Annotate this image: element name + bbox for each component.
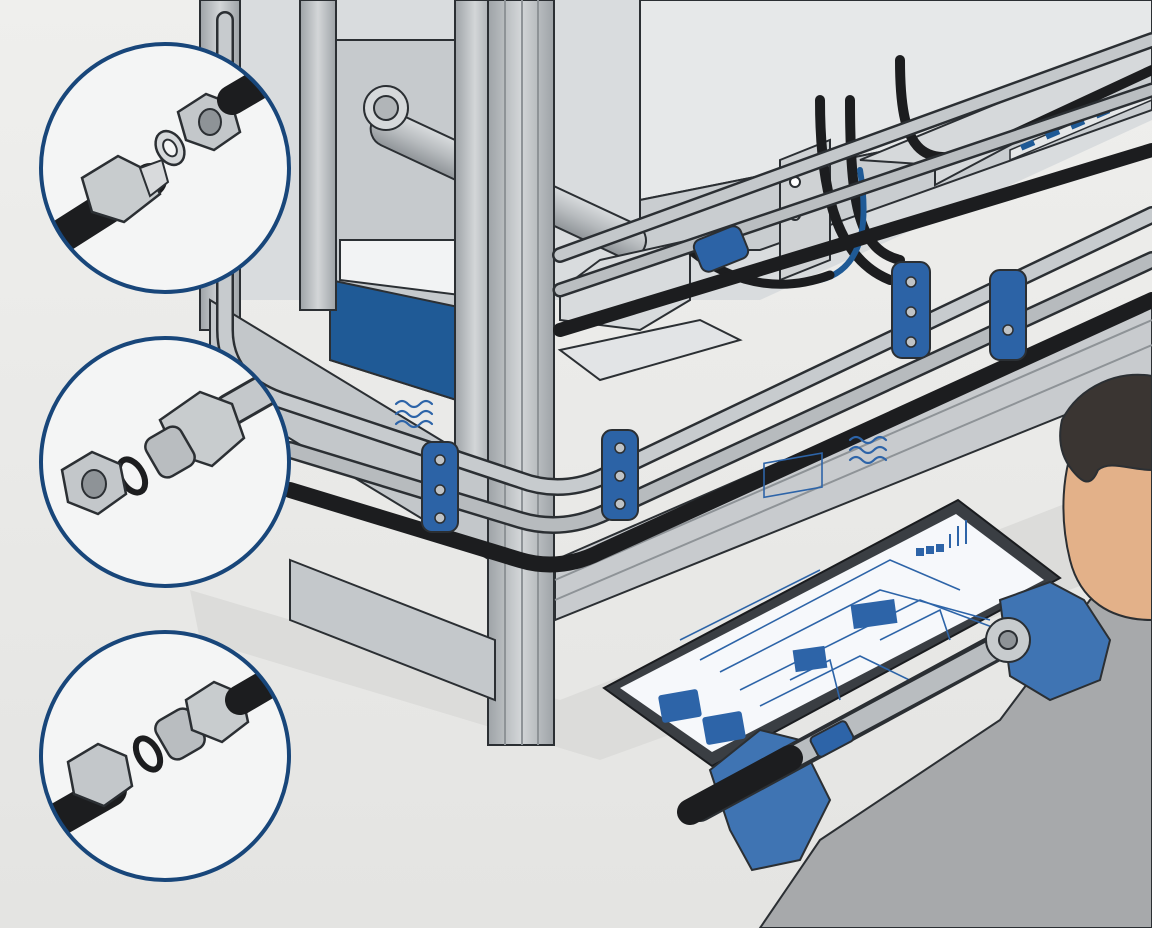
black-hose bbox=[282, 292, 1152, 573]
upper-hoses bbox=[685, 55, 1152, 289]
battery-squares-icon bbox=[916, 548, 924, 556]
vibration-waves-icon bbox=[394, 399, 434, 429]
export-icon bbox=[702, 711, 746, 745]
tablet-app-buttons[interactable] bbox=[658, 689, 746, 746]
technician bbox=[708, 373, 1152, 928]
machine-shadow bbox=[190, 470, 1152, 760]
clamp-rail-middle bbox=[891, 261, 931, 359]
clamp-rail-right bbox=[989, 269, 1027, 361]
clamp-corner-right bbox=[601, 429, 639, 521]
pipe-clamps bbox=[421, 225, 1027, 533]
schematic-blocks bbox=[792, 599, 898, 673]
glove bbox=[998, 580, 1112, 702]
torque-wrench-icon[interactable] bbox=[677, 617, 1031, 825]
status-indicators bbox=[916, 520, 967, 556]
tablet[interactable] bbox=[602, 452, 1062, 768]
clamp-corner-left bbox=[421, 441, 459, 533]
tablet-screen bbox=[620, 514, 1044, 752]
hex-nut bbox=[66, 742, 134, 808]
reset-icon bbox=[658, 689, 702, 723]
hair bbox=[1059, 373, 1152, 483]
clamp-upper bbox=[692, 225, 750, 273]
signal-bars-icon bbox=[949, 520, 967, 548]
o-ring bbox=[132, 735, 164, 773]
cone-nut bbox=[80, 154, 162, 224]
corner-post bbox=[487, 0, 555, 746]
routed-lines bbox=[216, 11, 1152, 573]
vibration-waves-icon bbox=[848, 435, 888, 465]
